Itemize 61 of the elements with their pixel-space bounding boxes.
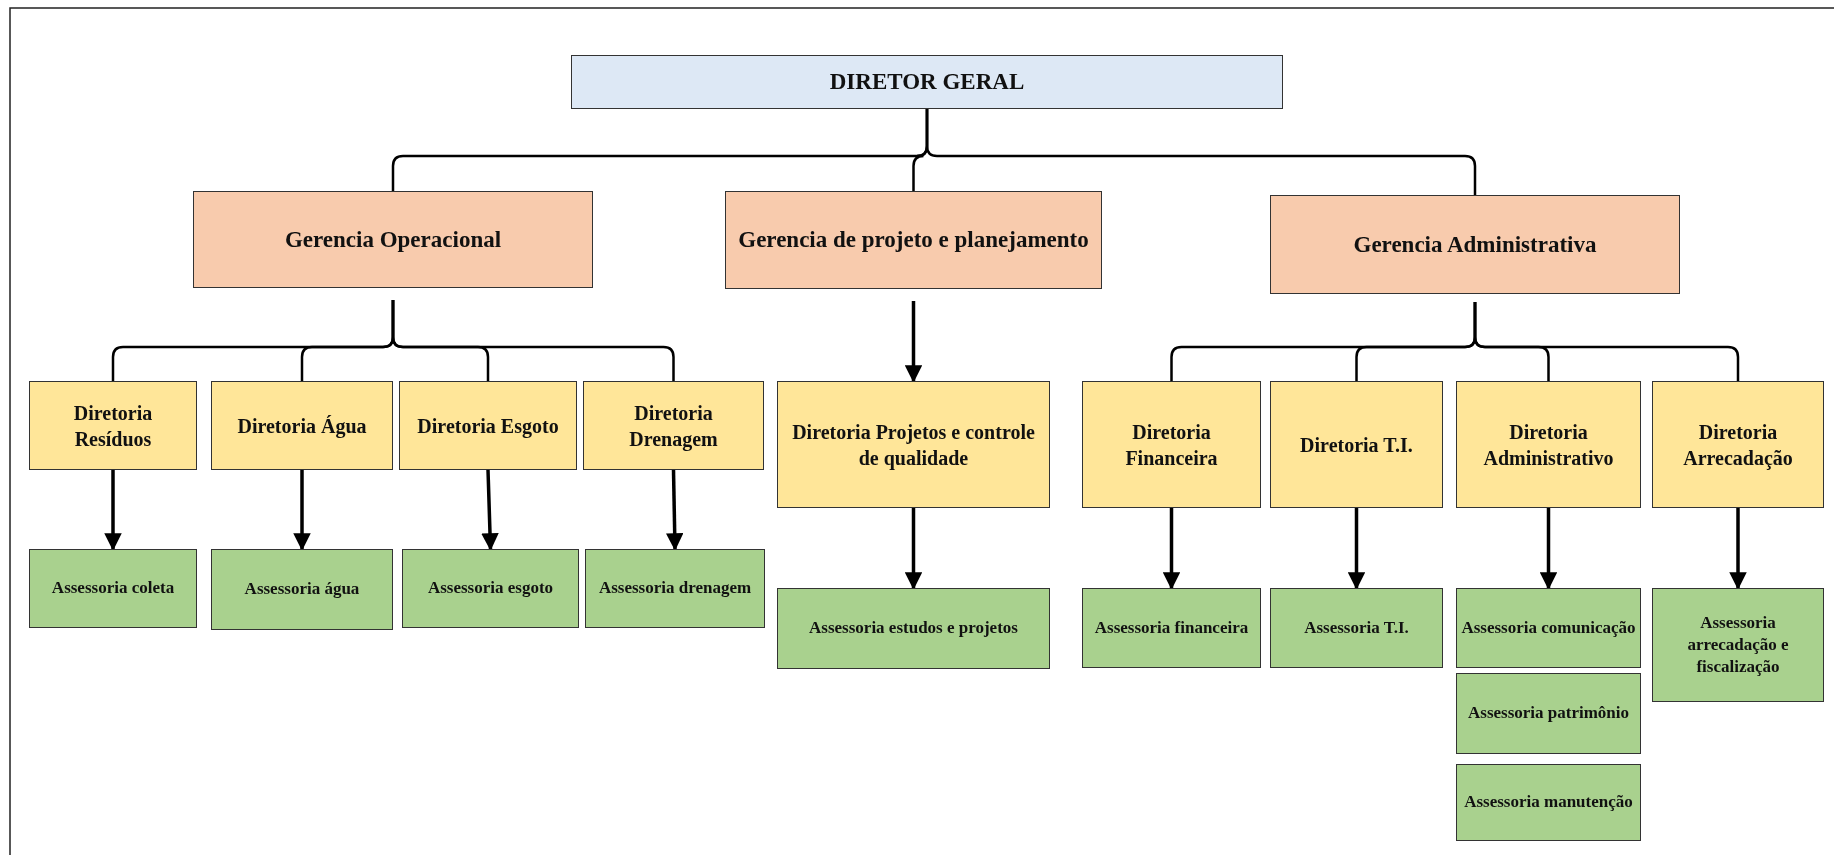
arrow xyxy=(1729,508,1747,590)
node-label: Assessoria comunicação xyxy=(1461,616,1636,639)
node-label: Assessoria estudos e projetos xyxy=(809,617,1018,640)
node-label: Diretoria Financeira xyxy=(1124,419,1219,471)
arrow xyxy=(293,470,311,551)
node-label: Diretoria Arrecadação xyxy=(1682,419,1794,471)
node-label: Diretoria Projetos e controle de qualidade xyxy=(791,419,1036,471)
arrow xyxy=(904,508,923,590)
advisory-box xyxy=(1456,764,1641,841)
directorate-box xyxy=(583,381,764,470)
arrow xyxy=(1347,508,1366,590)
node-label: Assessoria água xyxy=(244,578,360,601)
arrow xyxy=(104,470,122,551)
advisory-box xyxy=(1270,588,1443,668)
connector-line xyxy=(1473,302,1740,381)
node-label: Diretoria T.I. xyxy=(1300,432,1413,458)
advisory-box xyxy=(1456,588,1641,668)
node-label: Gerencia Administrativa xyxy=(1353,230,1597,259)
advisory-box xyxy=(402,549,579,628)
node-label: DIRETOR GERAL xyxy=(829,68,1025,97)
node-label: Assessoria manutenção xyxy=(1464,791,1633,814)
node-label: Assessoria T.I. xyxy=(1304,616,1409,639)
node-label: Diretoria Administrativo xyxy=(1482,419,1615,471)
directorate-box xyxy=(399,381,577,470)
directorate-box xyxy=(1270,381,1443,508)
arrow xyxy=(665,469,684,551)
directorate-box xyxy=(777,381,1050,508)
node-label: Assessoria patrimônio xyxy=(1468,702,1629,725)
node-label: Assessoria esgoto xyxy=(427,577,554,600)
arrow xyxy=(1162,508,1181,590)
connector-line xyxy=(925,109,1477,195)
advisory-box xyxy=(1082,588,1261,668)
node-label: Gerencia de projeto e planejamento xyxy=(738,226,1089,255)
node-label: Gerencia Operacional xyxy=(284,225,502,254)
directorate-box xyxy=(1082,381,1261,508)
directorate-box xyxy=(1456,381,1641,508)
advisory-box xyxy=(1456,673,1641,754)
node-label: Diretoria Resíduos xyxy=(72,400,154,452)
advisory-box xyxy=(585,549,765,628)
manager-box xyxy=(725,191,1102,289)
node-label: Assessoria financeira xyxy=(1094,616,1249,639)
manager-box xyxy=(193,191,593,288)
node-label: Diretoria Água xyxy=(237,413,367,439)
manager-box xyxy=(1270,195,1680,294)
directorate-box xyxy=(211,381,393,470)
director-box xyxy=(571,55,1283,109)
arrow xyxy=(1539,508,1558,590)
arrow xyxy=(904,301,923,383)
advisory-box xyxy=(29,549,197,628)
advisory-box xyxy=(1652,588,1824,702)
directorate-box xyxy=(1652,381,1824,508)
node-label: Assessoria drenagem xyxy=(598,577,752,600)
node-label: Diretoria Esgoto xyxy=(417,413,559,439)
connector-line xyxy=(391,300,675,381)
directorate-box xyxy=(29,381,197,470)
node-label: Assessoria arrecadação e fiscalização xyxy=(1686,611,1790,679)
node-label: Assessoria coleta xyxy=(51,577,175,600)
advisory-box xyxy=(777,588,1050,669)
node-label: Diretoria Drenagem xyxy=(628,400,719,452)
advisory-box xyxy=(211,549,393,630)
arrow xyxy=(481,469,499,551)
